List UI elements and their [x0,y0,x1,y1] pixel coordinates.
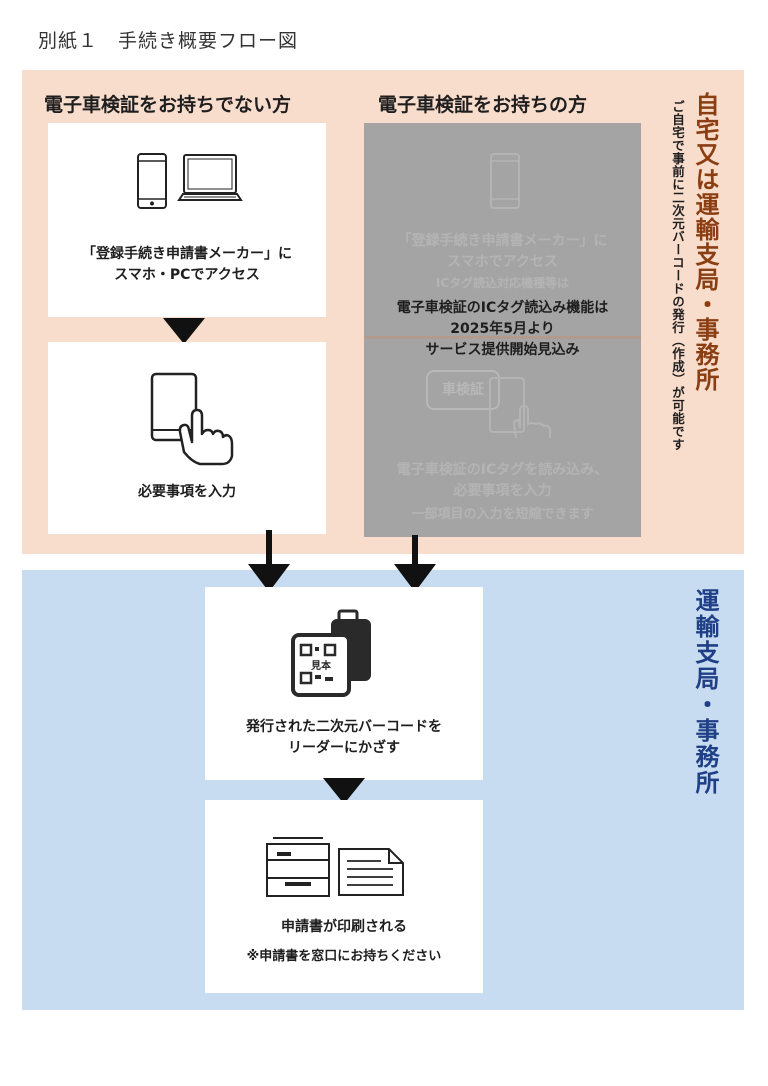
overlay-message-line-1: 電子車検証のICタグ読込み機能は [396,300,609,316]
faded-line-2: スマホでアクセス [447,254,558,270]
home-section-note: ご自宅で事前に二次元バーコードの発行（作成）が可能です [670,100,685,451]
arrow-down-icon [323,778,365,804]
faded-line-3: ICタグ読込対応機種等は [435,276,570,290]
home-section-label: 自宅又は運輸支局・事務所 [691,92,719,392]
overlay-message-line-2: 2025年5月より [450,321,555,337]
right-connector-shaft [412,535,418,566]
qr-code-phone-icon: 見本 [291,609,371,697]
qr-sample-text: 見本 [310,659,332,672]
step-scan-line-2: リーダーにかざす [288,740,400,756]
step-input-line-1: 必要事項を入力 [138,484,236,500]
office-section-label: 運輸支局・事務所 [691,588,719,796]
page-title: 別紙１ 手続き概要フロー図 [38,30,299,52]
overlay-badge: 車検証 [426,370,500,410]
faded-line-6: 一部項目の入力を短縮できます [411,507,594,522]
step-print-card: 申請書が印刷される ※申請書を窓口にお持ちください [205,800,483,993]
step-print-note: ※申請書を窓口にお持ちください [246,949,442,964]
smartphone-icon [137,153,167,209]
overlay-divider [364,336,641,339]
faded-line-1: 「登録手続き申請書メーカー」に [397,233,608,249]
arrow-down-icon [163,318,205,344]
left-connector-shaft [266,530,272,566]
tablet-touch-icon [489,377,551,439]
faded-line-4: 電子車検証のICタグを読み込み、 [396,462,609,478]
step-scan-card: 見本 発行された二次元バーコードを リーダーにかざす [205,587,483,780]
printer-icon [266,837,330,897]
tablet-touch-icon [150,372,234,466]
smartphone-icon [490,153,520,209]
step-print-line-1: 申請書が印刷される [281,919,407,935]
overlay-message-line-3: サービス提供開始見込み [425,342,580,358]
laptop-icon [177,154,243,201]
right-column-heading: 電子車検証をお持ちの方 [378,94,588,116]
step-access-line-1: 「登録手続き申請書メーカー」に [82,246,292,262]
ic-tag-overlay: 「登録手続き申請書メーカー」に スマホでアクセス ICタグ読込対応機種等は 車検… [364,123,641,537]
faded-line-5: 必要事項を入力 [453,483,552,499]
step-input-card: 必要事項を入力 [48,342,326,534]
step-scan-line-1: 発行された二次元バーコードを [246,719,442,735]
step-access-line-2: スマホ・PCでアクセス [114,267,260,283]
step-access-card: 「登録手続き申請書メーカー」に スマホ・PCでアクセス [48,123,326,317]
left-column-heading: 電子車検証をお持ちでない方 [44,94,292,116]
document-icon [338,848,404,896]
